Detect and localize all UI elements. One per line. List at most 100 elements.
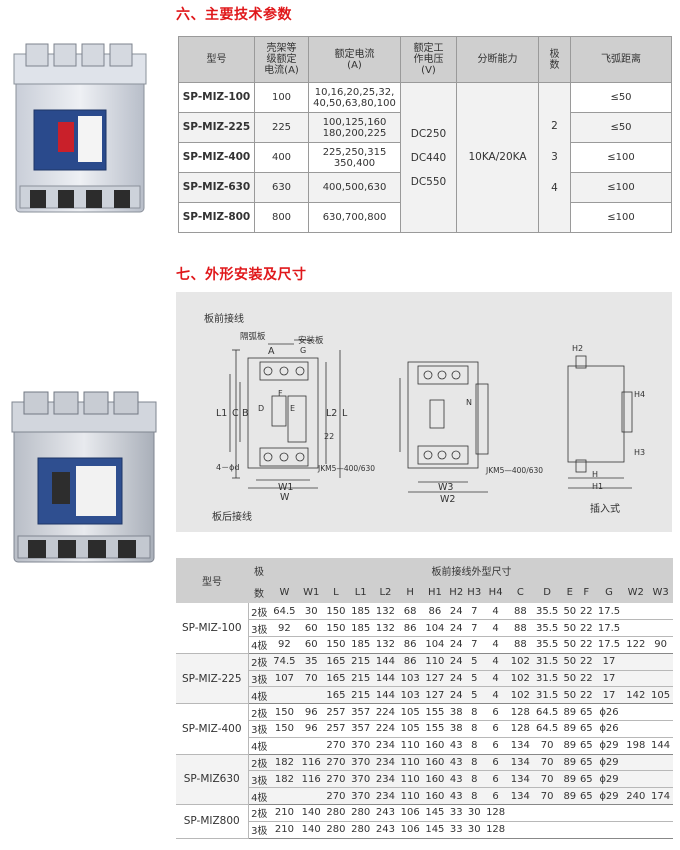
- t2-cell: [623, 804, 649, 822]
- t2-cell: 43: [447, 754, 466, 772]
- th2-col-w1: W1: [298, 582, 324, 603]
- t2-cell: 50: [561, 670, 579, 688]
- t2-cell: [561, 804, 579, 822]
- t2-cell: 50: [561, 636, 579, 654]
- t2-cell: [623, 770, 649, 789]
- dim-H3: H3: [634, 448, 646, 457]
- t2-cell: 70: [532, 787, 562, 806]
- t2-cell: 30: [465, 804, 484, 822]
- dim-F: F: [278, 389, 283, 398]
- t2-cell: [578, 821, 595, 839]
- t1-arc: ≤100: [570, 202, 672, 233]
- section-7-title: 七、外形安装及尺寸: [176, 267, 307, 283]
- t2-cell: 105: [397, 703, 423, 722]
- t2-cell: 50: [561, 619, 579, 638]
- t2-cell: 31.5: [532, 670, 562, 688]
- t2-cell: 107: [270, 670, 299, 688]
- t2-cell: 88: [507, 619, 533, 638]
- t1-rated: 630,700,800: [308, 202, 401, 233]
- t2-cell: 43: [447, 737, 466, 755]
- t2-cell: [648, 720, 673, 738]
- t2-cell: 155: [422, 720, 448, 738]
- t2-cell: 65: [578, 754, 595, 772]
- t2-cell: 370: [348, 787, 374, 806]
- th-arc-distance: 飞弧距离: [570, 36, 672, 83]
- t2-cell: 70: [298, 670, 324, 688]
- t2-cell: [578, 804, 595, 822]
- t2-cell: 4: [483, 636, 508, 654]
- t2-cell: 35.5: [532, 603, 562, 621]
- t2-cell: [594, 821, 624, 839]
- t2-cell: 24: [447, 686, 466, 705]
- t2-cell: 38: [447, 703, 466, 722]
- dim-B: B: [242, 408, 249, 419]
- th2-col-h2: H2: [447, 582, 466, 603]
- t2-cell: 8: [465, 754, 484, 772]
- t2-cell: 4: [483, 619, 508, 638]
- t1-frame: 100: [254, 82, 309, 113]
- t2-cell: 165: [323, 670, 349, 688]
- t2-cell: [507, 821, 533, 839]
- dim-L: L: [342, 408, 348, 419]
- t2-cell: 132: [373, 636, 398, 654]
- t2-cell: 257: [323, 703, 349, 722]
- th2-col-g: G: [594, 582, 624, 603]
- t2-cell: 24: [447, 636, 466, 654]
- t2-cell: [623, 720, 649, 738]
- t2-cell: 215: [348, 670, 374, 688]
- t2-cell: [648, 653, 673, 671]
- t2-cell: 128: [507, 703, 533, 722]
- t2-cell: 270: [323, 737, 349, 755]
- t2-cell: 224: [373, 720, 398, 738]
- th-rated-voltage: 额定工作电压(V): [400, 36, 457, 83]
- t2-cell: 24: [447, 603, 466, 621]
- t2-cell: 65: [578, 770, 595, 789]
- t2-cell: 64.5: [532, 703, 562, 722]
- t2-cell: 370: [348, 754, 374, 772]
- t2-cell: 70: [532, 737, 562, 755]
- t2-cell: 4: [483, 603, 508, 621]
- t2-cell: 6: [483, 770, 508, 789]
- t2-cell: 105: [397, 720, 423, 738]
- t2-cell: [648, 754, 673, 772]
- dim-W1: W1: [278, 482, 294, 493]
- t2-cell: 280: [323, 821, 349, 839]
- t2-cell: ϕ29: [594, 737, 624, 755]
- th-rated-current: 额定电流(A): [308, 36, 401, 83]
- dim-W2: W2: [440, 494, 456, 505]
- dim-H2: H2: [572, 344, 584, 353]
- t2-cell: 92: [270, 636, 299, 654]
- t2-cell: 86: [397, 636, 423, 654]
- t2-cell: [270, 686, 299, 705]
- t2-cell: 17.5: [594, 619, 624, 638]
- t2-cell: 8: [465, 703, 484, 722]
- t2-cell: 174: [648, 787, 673, 806]
- t2-cell: 144: [373, 686, 398, 705]
- t2-cell: 30: [465, 821, 484, 839]
- t2-cell: 43: [447, 770, 466, 789]
- dim-G: G: [300, 346, 307, 355]
- t2-cell: 182: [270, 754, 299, 772]
- t2-cell: 144: [373, 653, 398, 671]
- t2-cell: [532, 804, 562, 822]
- t2-cell: [648, 770, 673, 789]
- t2-model: SP-MIZ800: [176, 804, 249, 839]
- label-plug-in: 插入式: [590, 504, 620, 515]
- t2-cell: 165: [323, 686, 349, 705]
- th2-col-l1: L1: [348, 582, 374, 603]
- t2-cell: 30: [298, 603, 324, 621]
- dim-A: A: [268, 346, 275, 357]
- t2-cell: 280: [348, 804, 374, 822]
- th2-poles-top: 极: [248, 558, 270, 582]
- t2-cell: 33: [447, 804, 466, 822]
- t2-cell: 4: [483, 670, 508, 688]
- t2-cell: 64.5: [270, 603, 299, 621]
- t2-cell: 7: [465, 636, 484, 654]
- t2-cell: 6: [483, 720, 508, 738]
- t2-cell: [298, 686, 324, 705]
